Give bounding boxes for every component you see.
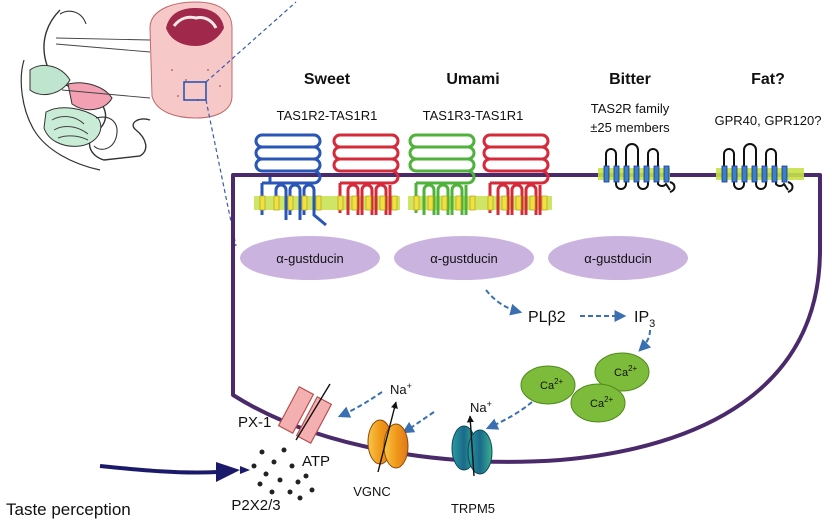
vgnc-label: VGNC <box>353 484 391 499</box>
arrow-gustducin-to-plb2 <box>485 289 523 316</box>
vgnc-na-label: Na+ <box>390 381 412 397</box>
fat-receptor <box>716 143 804 193</box>
gustducin-umami: α-gustducin <box>394 236 534 280</box>
bitter-title: Bitter <box>609 71 651 88</box>
trpm5-na-main: Na <box>470 400 487 415</box>
arrow-vgnc-to-px1 <box>337 391 383 418</box>
sweet-title: Sweet <box>304 71 351 88</box>
bitter-receptor-name: TAS2R family <box>591 101 670 116</box>
svg-text:Ca2+: Ca2+ <box>540 377 564 392</box>
svg-text:Ca2+: Ca2+ <box>590 395 614 410</box>
calcium-1-sup: 2+ <box>554 377 563 386</box>
gustducin-sweet-label: α-gustducin <box>276 251 344 266</box>
digestive-system-illustration <box>20 9 151 171</box>
calcium-1-label: Ca <box>540 380 555 392</box>
zoom-line-top <box>205 1 297 83</box>
calcium-2-label: Ca <box>614 367 629 379</box>
vgnc-na-main: Na <box>390 382 407 397</box>
arrow-ip3-to-calcium <box>638 329 652 352</box>
gustducin-bitter: α-gustducin <box>548 236 688 280</box>
calcium-ion-3: Ca2+ <box>570 383 626 423</box>
ip3-label: IP3 <box>634 309 655 330</box>
gustducin-bitter-label: α-gustducin <box>584 251 652 266</box>
bitter-receptor-detail: ±25 members <box>590 120 670 135</box>
atp-molecules <box>251 447 315 501</box>
bitter-receptor <box>598 143 676 193</box>
sweet-receptor-name: TAS1R2-TAS1R1 <box>277 108 378 123</box>
ip3-label-sub: 3 <box>649 318 655 330</box>
trpm5-na-sup: + <box>487 399 492 409</box>
px1-channel <box>277 383 333 444</box>
sweet-receptor-dimer <box>254 133 400 227</box>
fat-receptor-name: GPR40, GPR120? <box>715 113 822 128</box>
calcium-ion-2: Ca2+ <box>594 352 650 392</box>
gustducin-umami-label: α-gustducin <box>430 251 498 266</box>
umami-receptor-dimer <box>408 133 552 215</box>
umami-title: Umami <box>446 71 499 88</box>
cell-membrane <box>231 173 822 464</box>
trpm5-channel <box>451 415 493 477</box>
px1-label: PX-1 <box>238 414 271 431</box>
vgnc-channel <box>367 401 409 473</box>
umami-receptor-name: TAS1R3-TAS1R1 <box>423 108 524 123</box>
ip3-label-main: IP <box>634 309 649 326</box>
atp-label: ATP <box>302 453 330 470</box>
trpm5-label: TRPM5 <box>451 501 495 516</box>
gustducin-sweet: α-gustducin <box>240 236 380 280</box>
afferent-nerve-fiber <box>99 462 250 482</box>
svg-text:Ca2+: Ca2+ <box>614 364 638 379</box>
zoom-line-bottom <box>205 99 237 247</box>
plb2-label: PLβ2 <box>528 309 566 326</box>
calcium-ion-1: Ca2+ <box>520 365 576 405</box>
arrow-trpm5-to-vgnc <box>401 411 435 434</box>
calcium-2-sup: 2+ <box>628 364 637 373</box>
p2x-label: P2X2/3 <box>231 497 280 514</box>
vgnc-na-sup: + <box>407 381 412 391</box>
tongue-illustration <box>149 1 233 119</box>
calcium-3-label: Ca <box>590 398 605 410</box>
fat-title: Fat? <box>751 71 785 88</box>
trpm5-na-label: Na+ <box>470 399 492 415</box>
arrow-calcium-to-trpm5 <box>485 401 533 430</box>
taste-perception-label: Taste perception <box>6 500 131 519</box>
calcium-3-sup: 2+ <box>604 395 613 404</box>
